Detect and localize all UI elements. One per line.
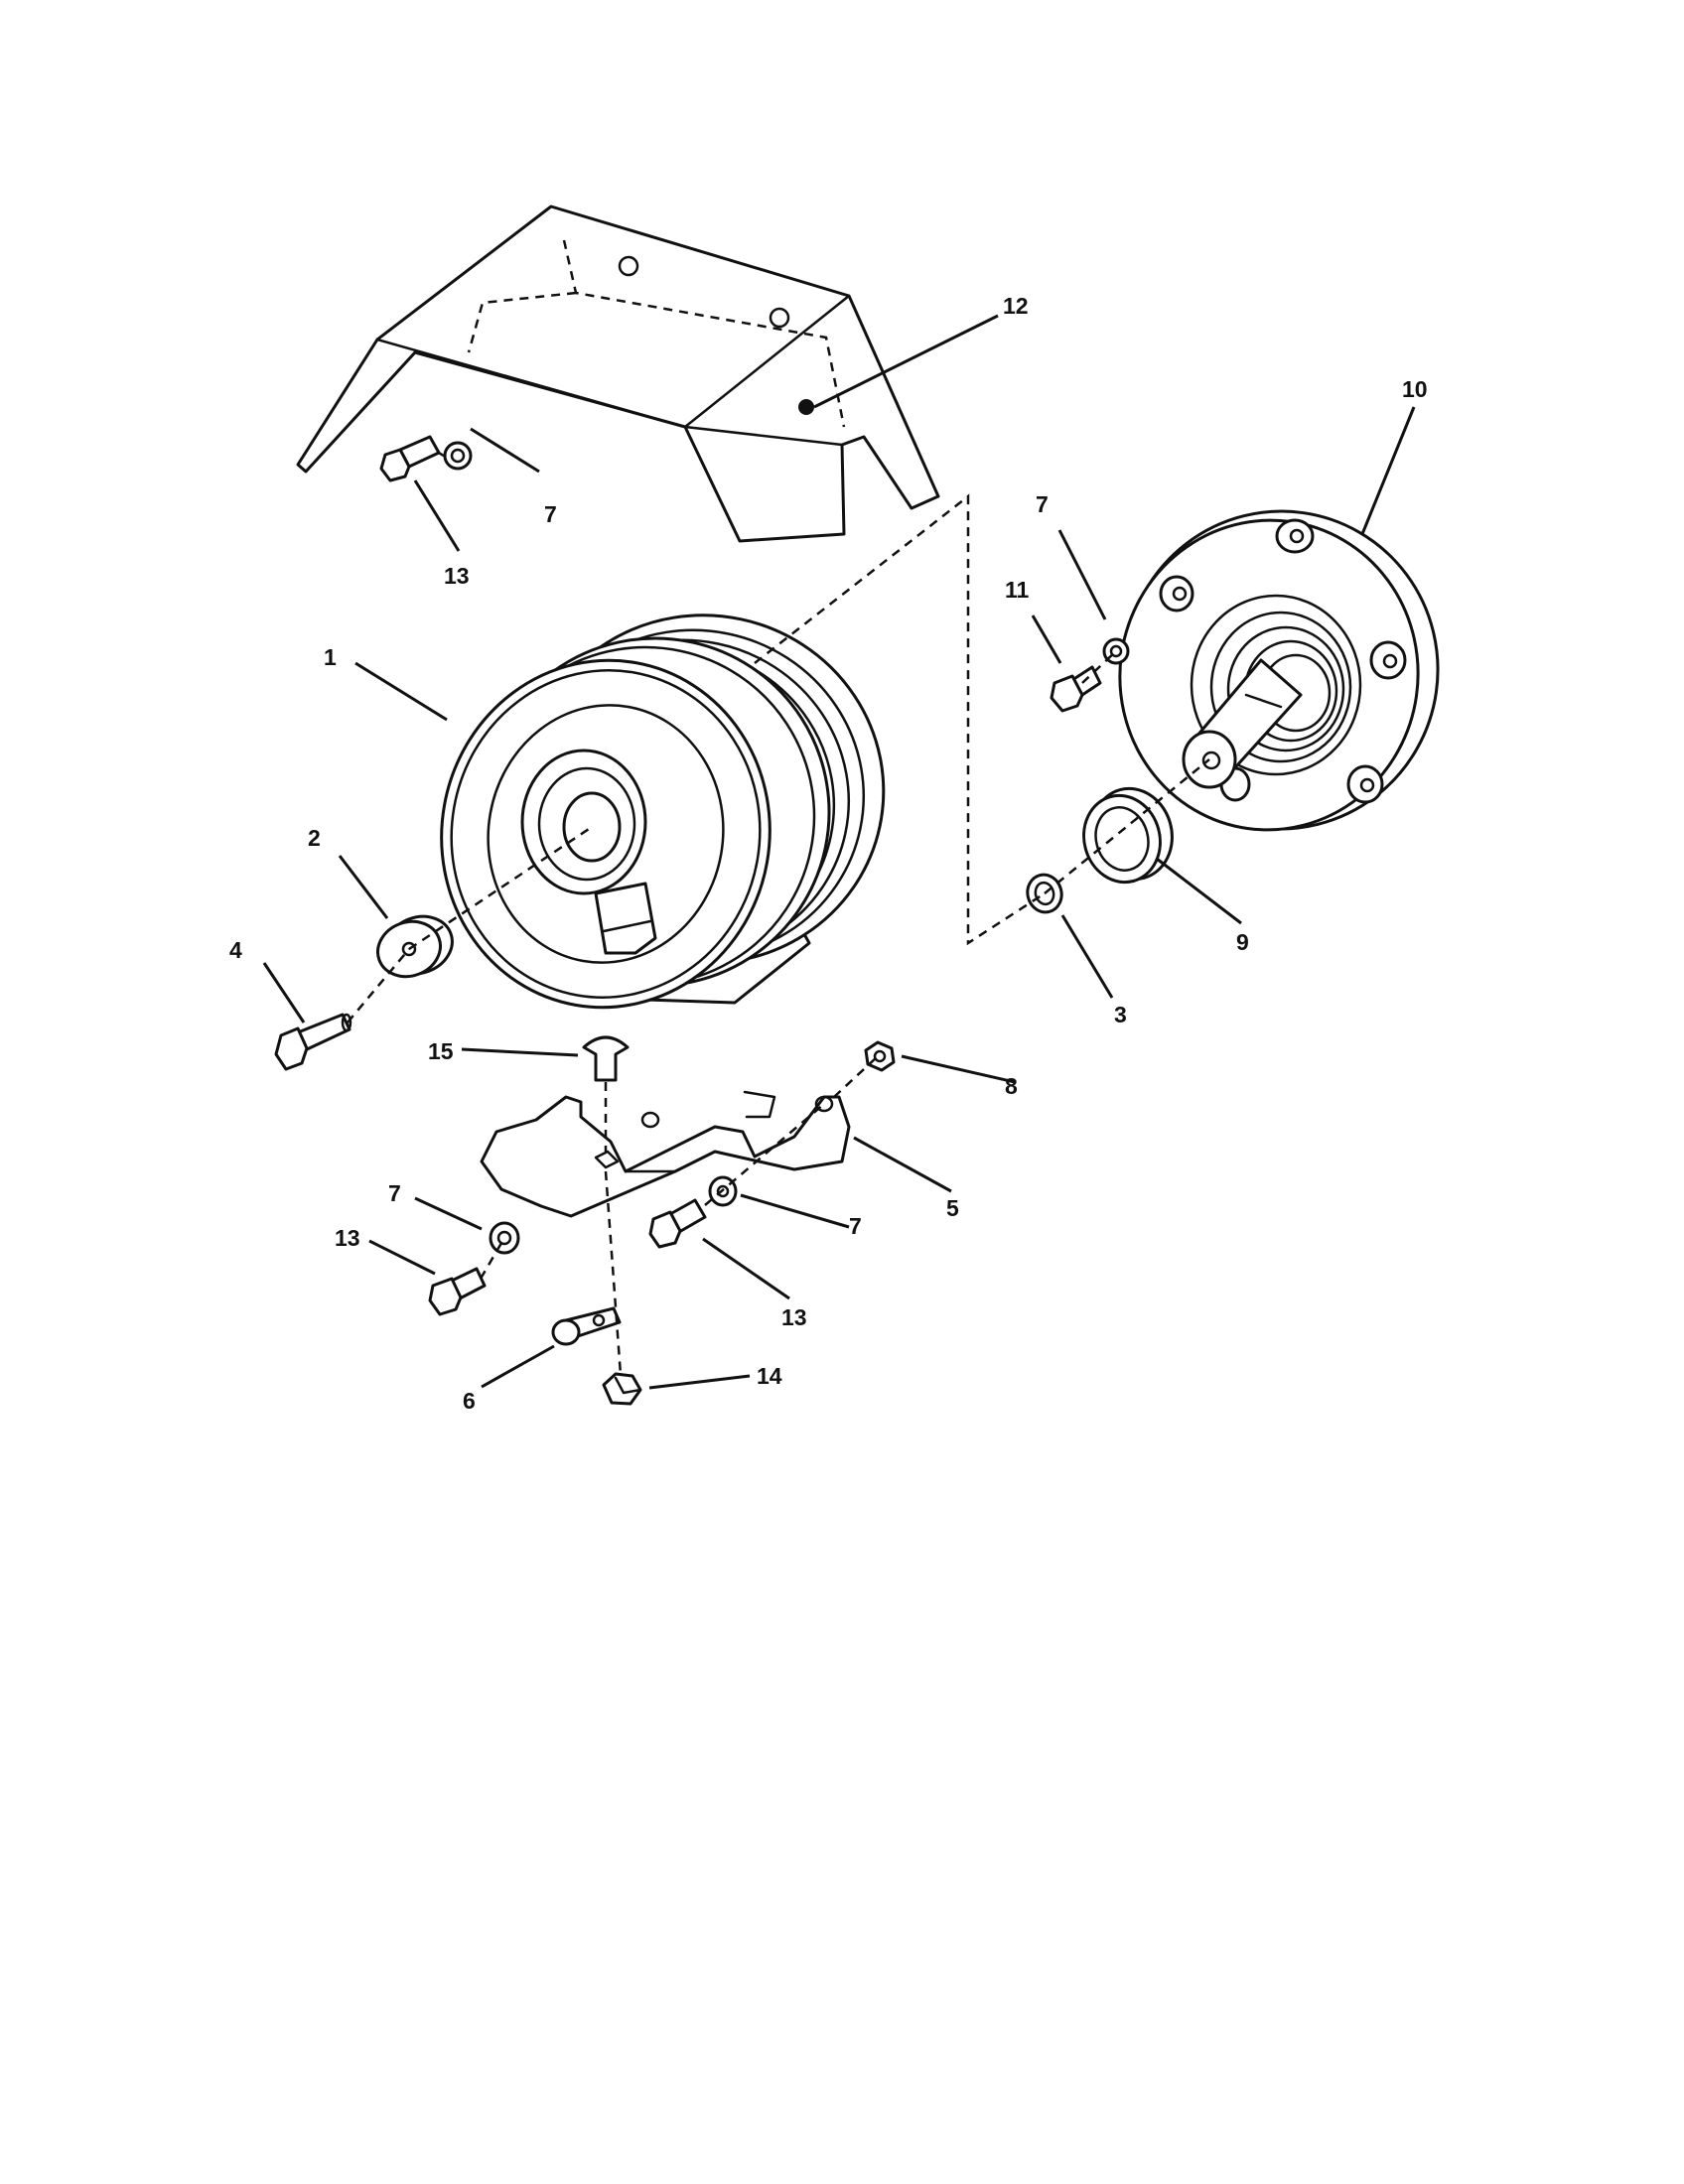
clutch-bracket xyxy=(480,1090,851,1218)
callout-7-bracket-right: 7 xyxy=(849,1213,862,1239)
hex-nut xyxy=(602,1372,642,1406)
assembly-lines xyxy=(347,493,1210,1376)
spindle-bolt xyxy=(1050,665,1102,713)
bracket-bolt-left xyxy=(428,1267,487,1316)
spindle-assembly xyxy=(1118,509,1440,832)
callout-14: 14 xyxy=(757,1363,782,1389)
leader-lines xyxy=(262,314,1416,1390)
callout-13-shield: 13 xyxy=(444,563,470,589)
callout-1: 1 xyxy=(324,644,337,670)
pto-shield xyxy=(296,205,940,543)
callout-7-bracket-left: 7 xyxy=(388,1180,401,1206)
callout-7-spindle: 7 xyxy=(1036,491,1049,517)
callout-labels: 12 10 7 13 1 7 11 2 4 9 3 15 8 5 7 13 7 … xyxy=(229,293,1428,1414)
shield-washer xyxy=(443,441,473,471)
spindle-washer xyxy=(1026,873,1063,914)
callout-2: 2 xyxy=(308,825,321,851)
callout-5: 5 xyxy=(946,1195,959,1221)
callout-4: 4 xyxy=(229,937,242,963)
bracket-washer-left xyxy=(489,1221,520,1255)
bracket-bolt-right xyxy=(648,1198,707,1249)
callout-10: 10 xyxy=(1402,376,1428,402)
callout-13-bracket-right: 13 xyxy=(781,1304,807,1330)
bearing-spacer xyxy=(1082,786,1174,885)
callout-15: 15 xyxy=(428,1038,454,1064)
callout-13-bracket-left: 13 xyxy=(335,1225,360,1251)
callout-6: 6 xyxy=(463,1388,476,1414)
shield-callout-dot xyxy=(798,399,814,415)
clutch-bolt xyxy=(274,1013,352,1071)
callout-8: 8 xyxy=(1005,1073,1018,1099)
flange-nut xyxy=(864,1040,896,1072)
callout-7-shield: 7 xyxy=(544,501,557,527)
callout-9: 9 xyxy=(1236,929,1249,955)
pto-clutch xyxy=(440,614,886,1010)
callout-12: 12 xyxy=(1003,293,1029,319)
cable-clamp xyxy=(551,1306,622,1346)
carriage-bolt xyxy=(582,1035,630,1082)
callout-11: 11 xyxy=(1005,577,1030,603)
shield-bolt xyxy=(379,435,441,482)
callout-3: 3 xyxy=(1114,1002,1127,1027)
